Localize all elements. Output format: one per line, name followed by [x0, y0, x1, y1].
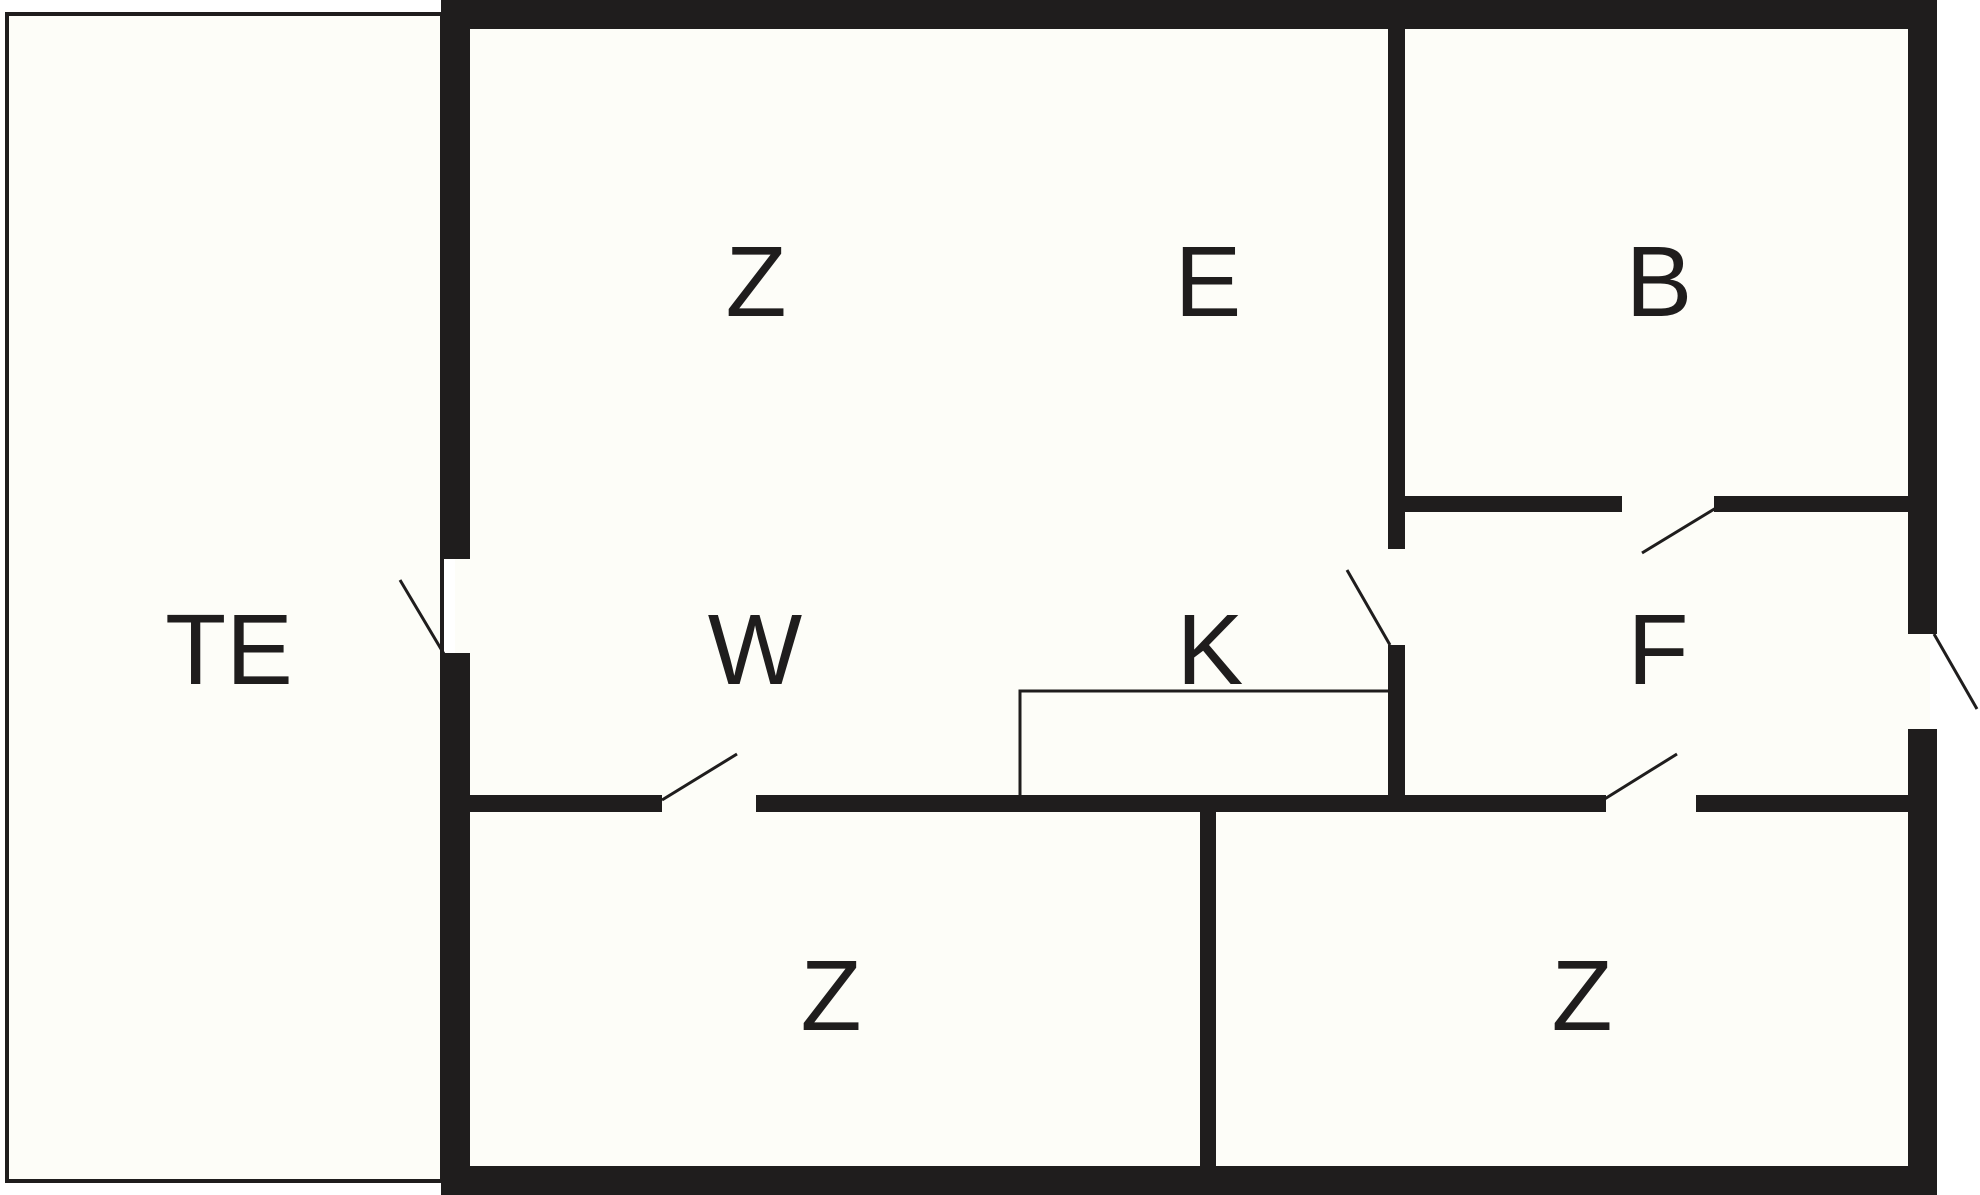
room-label-living: W	[708, 594, 803, 706]
kitchen-counter	[1018, 689, 1390, 800]
door-terrace-swing	[398, 579, 446, 655]
wall-bath-hall-right	[1714, 496, 1915, 512]
wall-bath-hall	[1388, 496, 1622, 512]
wall-kitchen-hall-lower	[1388, 645, 1405, 800]
room-label-terrace: TE	[165, 594, 293, 706]
room-label-hall: F	[1627, 594, 1688, 706]
wall-right-upper	[1908, 0, 1937, 634]
room-label-room-right: Z	[1551, 940, 1612, 1052]
room-label-bath: B	[1626, 226, 1693, 338]
door-bath-swing	[1641, 506, 1717, 555]
outer-walls	[441, 0, 1937, 1195]
wall-left-upper	[441, 0, 470, 559]
room-labels: Z E B TE W K F Z Z	[165, 226, 1692, 1052]
wall-middle-right	[1696, 795, 1915, 812]
wall-left-lower	[441, 653, 470, 1195]
door-hall-room-swing	[1602, 752, 1678, 802]
wall-between-rooms	[1200, 795, 1216, 1172]
wall-kitchen-bath-upper	[1388, 22, 1405, 549]
door-wohnen-swing	[661, 752, 738, 802]
door-kitchen-swing	[1345, 569, 1392, 646]
doors	[398, 506, 1979, 802]
room-label-room-left: Z	[800, 940, 861, 1052]
wall-bottom	[441, 1166, 1937, 1195]
terrace-area	[5, 12, 444, 1183]
door-entrance-swing	[1932, 633, 1979, 710]
building-floor	[455, 14, 1930, 1181]
room-label-z-top: Z	[725, 226, 786, 338]
wall-middle-center	[756, 795, 1606, 812]
wall-top	[441, 0, 1937, 29]
wall-middle-left	[465, 795, 662, 812]
room-label-e-top: E	[1175, 226, 1242, 338]
interior-walls	[465, 22, 1915, 1172]
room-label-kitchen: K	[1177, 594, 1244, 706]
